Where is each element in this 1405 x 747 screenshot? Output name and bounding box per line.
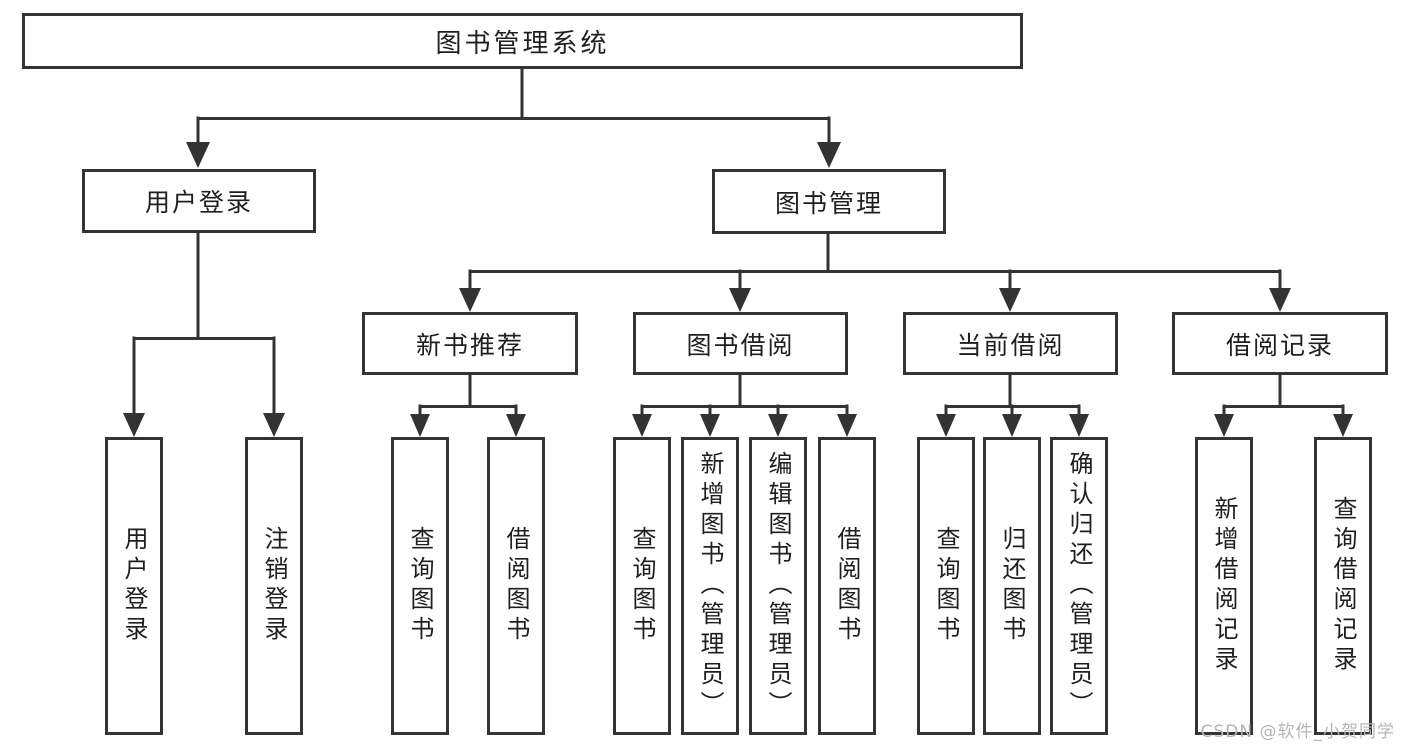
leaf-newbook-borrow-books: 借阅图书 (487, 437, 545, 735)
arrow-down-icon (817, 142, 841, 168)
arrow-down-icon (1333, 414, 1353, 437)
leaf-logout: 注销登录 (245, 437, 303, 735)
arrow-down-icon (410, 414, 430, 437)
arrow-down-icon (263, 413, 285, 437)
arrow-down-icon (936, 414, 956, 437)
leaf-newbook-query-books: 查询图书 (391, 437, 449, 735)
arrow-down-icon (459, 288, 481, 312)
arrow-down-icon (186, 142, 210, 168)
csdn-watermark: CSDN @软件_小贺同学 (1200, 722, 1395, 742)
leaf-borrow-add-books-admin: 新增图书（管理员） (681, 437, 739, 735)
leaf-borrow-borrow-books: 借阅图书 (818, 437, 876, 735)
leaf-borrow-edit-books-admin: 编辑图书（管理员） (749, 437, 807, 735)
leaf-records-query-borrow-record: 查询借阅记录 (1314, 437, 1372, 735)
arrow-down-icon (837, 414, 857, 437)
leaf-current-query-books: 查询图书 (917, 437, 975, 735)
leaf-user-login: 用户登录 (105, 437, 163, 735)
leaf-current-return-books: 归还图书 (983, 437, 1041, 735)
arrow-down-icon (632, 414, 652, 437)
arrow-down-icon (1002, 414, 1022, 437)
arrow-down-icon (729, 288, 751, 312)
leaf-current-confirm-return-admin: 确认归还（管理员） (1050, 437, 1108, 735)
node-current-borrow: 当前借阅 (903, 312, 1118, 375)
node-new-book-recommend: 新书推荐 (362, 312, 578, 375)
arrow-down-icon (768, 414, 788, 437)
arrowhead-group (123, 142, 1353, 437)
leaf-records-add-borrow-record: 新增借阅记录 (1195, 437, 1253, 735)
node-user-login: 用户登录 (82, 169, 316, 233)
leaf-borrow-query-books: 查询图书 (613, 437, 671, 735)
node-root-system: 图书管理系统 (22, 13, 1023, 69)
arrow-down-icon (123, 413, 145, 437)
node-book-management: 图书管理 (712, 169, 946, 234)
node-book-borrow: 图书借阅 (633, 312, 848, 375)
arrow-down-icon (700, 414, 720, 437)
arrow-down-icon (1069, 414, 1089, 437)
arrow-down-icon (1269, 288, 1291, 312)
arrow-down-icon (506, 414, 526, 437)
arrow-down-icon (999, 288, 1021, 312)
arrow-down-icon (1214, 414, 1234, 437)
node-borrow-records: 借阅记录 (1172, 312, 1388, 375)
